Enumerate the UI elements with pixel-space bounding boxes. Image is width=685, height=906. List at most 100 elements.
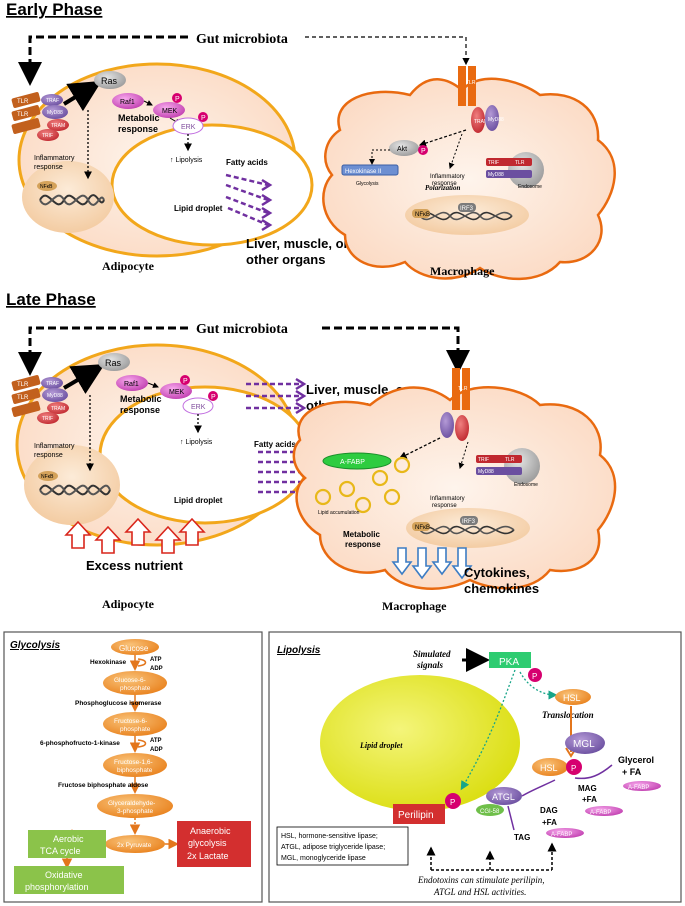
late-macrophage-caption: Macrophage [382, 599, 447, 613]
late-adipocyte-tlr-cluster: TRAF TLR MyD88 TLR TRAM TRIF [11, 374, 69, 424]
glycerol-label: Glycerol [618, 755, 654, 765]
early-lipid-droplet-label: Lipid droplet [174, 204, 223, 213]
late-lipid-droplet-label: Lipid droplet [174, 496, 223, 505]
svg-text:MyD88: MyD88 [47, 393, 63, 399]
svg-text:PKA: PKA [499, 657, 519, 668]
svg-text:TRAF: TRAF [46, 381, 59, 387]
svg-text:TRIF: TRIF [488, 160, 499, 166]
glycolysis-step-f16bp: Fructose-1,6-biphosphate [114, 759, 153, 774]
svg-text:Fructose biphosphate aldose: Fructose biphosphate aldose [58, 782, 149, 789]
svg-text:DAG: DAG [540, 806, 558, 815]
svg-text:TRAM: TRAM [51, 406, 65, 412]
svg-text:Lipid droplet: Lipid droplet [359, 741, 403, 750]
svg-text:HSL: HSL [563, 693, 581, 703]
svg-text:Perilipin: Perilipin [398, 810, 434, 821]
svg-text:+FA: +FA [542, 818, 557, 827]
late-arrow-gut-to-adipocyte [18, 326, 188, 376]
svg-text:NFκB: NFκB [415, 212, 430, 218]
glycolysis-title: Glycolysis [10, 640, 60, 651]
svg-text:↑ Lipolysis: ↑ Lipolysis [180, 439, 213, 446]
svg-text:MGL: MGL [573, 739, 595, 750]
svg-text:TLR: TLR [515, 160, 525, 166]
svg-text:+ FA: + FA [622, 767, 642, 777]
svg-text:MEK: MEK [169, 389, 185, 396]
svg-text:TLR: TLR [17, 382, 29, 388]
pka-box [489, 652, 531, 668]
svg-text:MyD88: MyD88 [488, 172, 504, 178]
endotoxin-arrows [426, 842, 557, 871]
early-fatty-acid-arrows [225, 173, 273, 232]
svg-text:P: P [183, 378, 188, 385]
glycolysis-step-g6p: Glucose-6-phosphate [114, 677, 151, 692]
svg-text:TCA cycle: TCA cycle [40, 846, 81, 856]
early-fatty-acids-label: Fatty acids [226, 158, 268, 167]
svg-text:chemokines: chemokines [464, 581, 539, 596]
svg-text:Endosome: Endosome [518, 184, 542, 190]
svg-text:CGI-58: CGI-58 [480, 809, 500, 815]
glycolysis-steps [97, 639, 173, 853]
lipolysis-legend [276, 826, 409, 866]
early-raf1-node [112, 93, 144, 109]
svg-text:TAG: TAG [514, 833, 530, 842]
early-phase-title: Early Phase [6, 0, 102, 19]
early-raf1-label: Raf1 [120, 99, 135, 106]
late-mek-node [160, 383, 192, 399]
oxidative-box [14, 866, 124, 894]
cytokines-label: Cytokines, [464, 565, 530, 580]
late-macrophage-cell [292, 386, 617, 590]
svg-text:Glycolysis: Glycolysis [356, 181, 379, 187]
svg-text:MAG: MAG [578, 784, 597, 793]
early-macrophage-caption: Macrophage [430, 264, 495, 278]
svg-text:Lipid accumulation: Lipid accumulation [318, 510, 360, 516]
svg-text:MGL, monoglyceride lipase: MGL, monoglyceride lipase [281, 855, 366, 862]
svg-text:Inflammatory: Inflammatory [430, 174, 465, 180]
early-lipolysis-label: ↑ Lipolysis [170, 157, 203, 164]
late-destination-arrows [246, 377, 307, 415]
svg-text:Inflammatory: Inflammatory [34, 443, 75, 450]
svg-text:A-FABP: A-FABP [340, 459, 365, 466]
svg-text:Anaerobic: Anaerobic [190, 826, 231, 836]
svg-text:P: P [532, 672, 537, 681]
late-adipocyte-caption: Adipocyte [102, 597, 155, 611]
late-phase-title: Late Phase [6, 290, 96, 309]
early-adipocyte-tlr-cluster: TRAF TLR MyD88 TLR TRAM TRIF [11, 91, 69, 141]
early-macrophage-tlr: TLR [466, 80, 476, 86]
late-gut-microbiota-label: Gut microbiota [196, 322, 288, 337]
svg-text:Raf1: Raf1 [124, 381, 139, 388]
excess-nutrient-arrows [64, 517, 206, 554]
lipolysis-lipid-droplet [320, 675, 520, 811]
svg-text:TRAM: TRAM [51, 123, 65, 129]
late-arrow-gut-to-macrophage [322, 326, 470, 374]
svg-text:TRIF: TRIF [42, 133, 53, 139]
svg-text:TLR: TLR [505, 457, 515, 463]
glycolysis-panel: Glycolysis Glucose Glucose-6-phosphate F… [3, 631, 263, 903]
lipolysis-title: Lipolysis [277, 645, 321, 656]
lipid-accumulation-droplets [314, 456, 411, 514]
late-raf1-node [116, 375, 148, 391]
early-destination-label: Liver, muscle, or [246, 236, 349, 251]
svg-text:other organs: other organs [246, 252, 325, 267]
endotoxin-footnote: Endotoxins can stimulate perilipin, [417, 875, 545, 885]
glycolysis-step-pyruvate: 2x Pyruvate [117, 842, 152, 849]
svg-text:signals: signals [416, 660, 444, 670]
mgl-node [565, 732, 605, 754]
early-gut-microbiota-label: Gut microbiota [196, 32, 288, 47]
early-adipocyte-caption: Adipocyte [102, 259, 155, 273]
svg-text:+FA: +FA [582, 795, 597, 804]
svg-text:ATP: ATP [150, 738, 162, 744]
svg-text:P: P [421, 148, 426, 155]
perilipin-box [393, 804, 445, 824]
svg-text:Inflammatory: Inflammatory [430, 496, 465, 502]
svg-text:Endosome: Endosome [514, 482, 538, 488]
late-phase-panel: Late Phase Gut microbiota Lipid droplet … [6, 290, 617, 613]
svg-text:ATP: ATP [150, 657, 162, 663]
svg-text:ATGL, adipose triglyceride lip: ATGL, adipose triglyceride lipase; [281, 844, 385, 851]
svg-text:TRAM: TRAM [474, 119, 488, 125]
svg-text:TLR: TLR [458, 386, 468, 392]
svg-text:MyD88: MyD88 [488, 117, 504, 123]
simulated-signals-label: Simulated [413, 649, 451, 659]
svg-text:Akt: Akt [397, 146, 407, 153]
early-mek-node [153, 102, 185, 118]
svg-text:A-FABP: A-FABP [551, 832, 572, 838]
